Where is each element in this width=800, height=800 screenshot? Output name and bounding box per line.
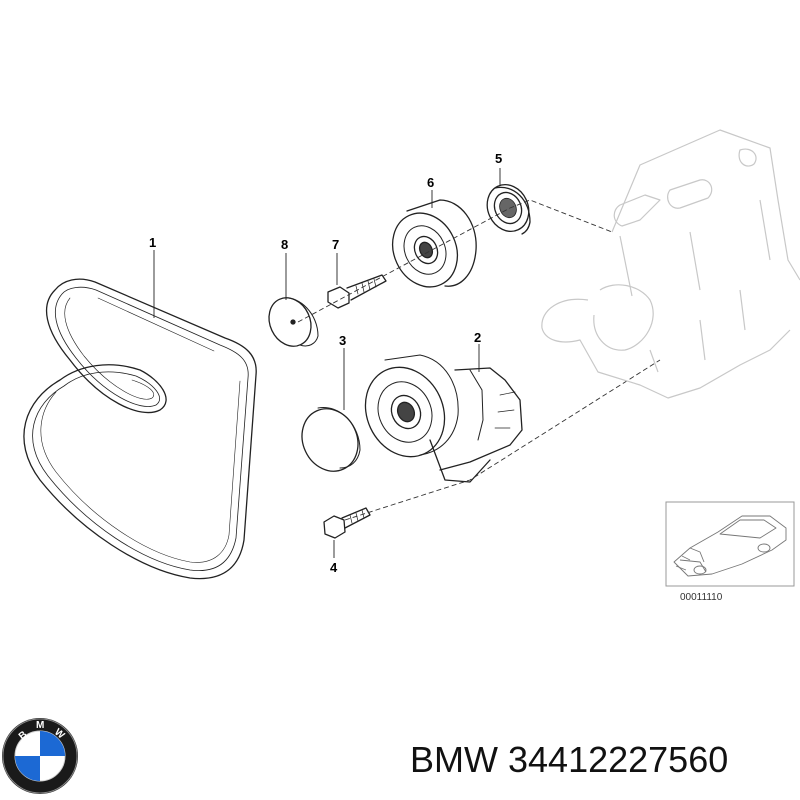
vehicle-inset: 00011110 [665,501,795,603]
bolt-4 [323,507,371,539]
callout-5: 5 [495,151,502,166]
cap-3 [301,407,361,472]
svg-text:M: M [36,720,44,731]
dust-cover-5 [486,184,531,235]
callout-2: 2 [474,330,481,345]
drive-belt [23,278,257,580]
callout-8: 8 [281,237,288,252]
engine-block-outline [541,129,800,399]
car-silhouette-icon [673,515,787,577]
callout-4: 4 [330,560,338,575]
alignment-line-lower [344,359,661,521]
callout-3: 3 [339,333,346,348]
part-number: 34412227560 [508,739,729,780]
brand-label: BMW [410,739,498,780]
idler-pulley-6 [391,199,477,288]
callout-7: 7 [332,237,339,252]
reference-code: 00011110 [680,592,723,603]
callout-6: 6 [427,175,434,190]
part-caption: BMW 34412227560 [410,738,728,782]
bmw-logo: B M W [2,718,78,794]
cap-8 [268,297,319,347]
belt-tensioner-2 [364,354,523,483]
callout-1: 1 [149,235,156,250]
alignment-line-upper [297,199,613,323]
